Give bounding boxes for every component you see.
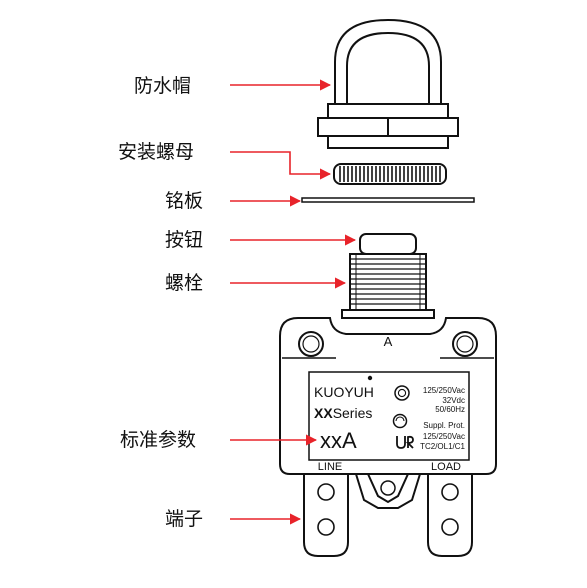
series-label: XXSeries [314,405,372,421]
arrow-nut [230,151,332,180]
terminals [303,473,473,557]
ccc-mark-icon [394,385,410,401]
indicator-dot [367,375,373,381]
load-terminal [427,473,473,557]
callout-label-button: 按钮 [165,229,203,251]
load-terminal-label: LOAD [431,461,461,473]
callout-label-bolt: 螺栓 [165,272,203,294]
suppl-prot-label: Suppl. Prot. [423,421,465,430]
series-rest: Series [333,405,373,421]
callout-label-plate: 铭板 [165,190,203,212]
body-letter: A [384,334,393,349]
nameplate-label: KUOYUH XXSeries xxA 125/250Vac 32Vdc 50/… [308,371,470,461]
threaded-bolt [341,253,435,319]
callout-label-params: 标准参数 [120,429,196,451]
nameplate-washer [301,197,475,203]
push-button [359,233,417,255]
spec-line-3: 50/60Hz [435,405,465,414]
callout-label-terminal: 端子 [165,508,203,530]
callout-arrows [230,79,357,525]
callout-label-cap: 防水帽 [134,75,191,97]
spec-line-2: 32Vdc [442,396,465,405]
current-rating: xxA [320,428,357,453]
spec-line-1: 125/250Vac [423,386,465,395]
series-bold: XX [314,405,333,421]
line-terminal [303,473,349,557]
waterproof-cap [317,18,459,149]
ur-mark-icon [396,435,414,449]
cert-spec-1: 125/250Vac [423,432,465,441]
cqc-mark-icon [392,413,408,429]
callout-label-nut: 安装螺母 [118,141,194,163]
brand-name: KUOYUH [314,384,374,400]
line-terminal-label: LINE [318,461,342,473]
cert-spec-2: TC2/OL1/C1 [420,442,465,451]
mounting-nut [333,163,447,185]
